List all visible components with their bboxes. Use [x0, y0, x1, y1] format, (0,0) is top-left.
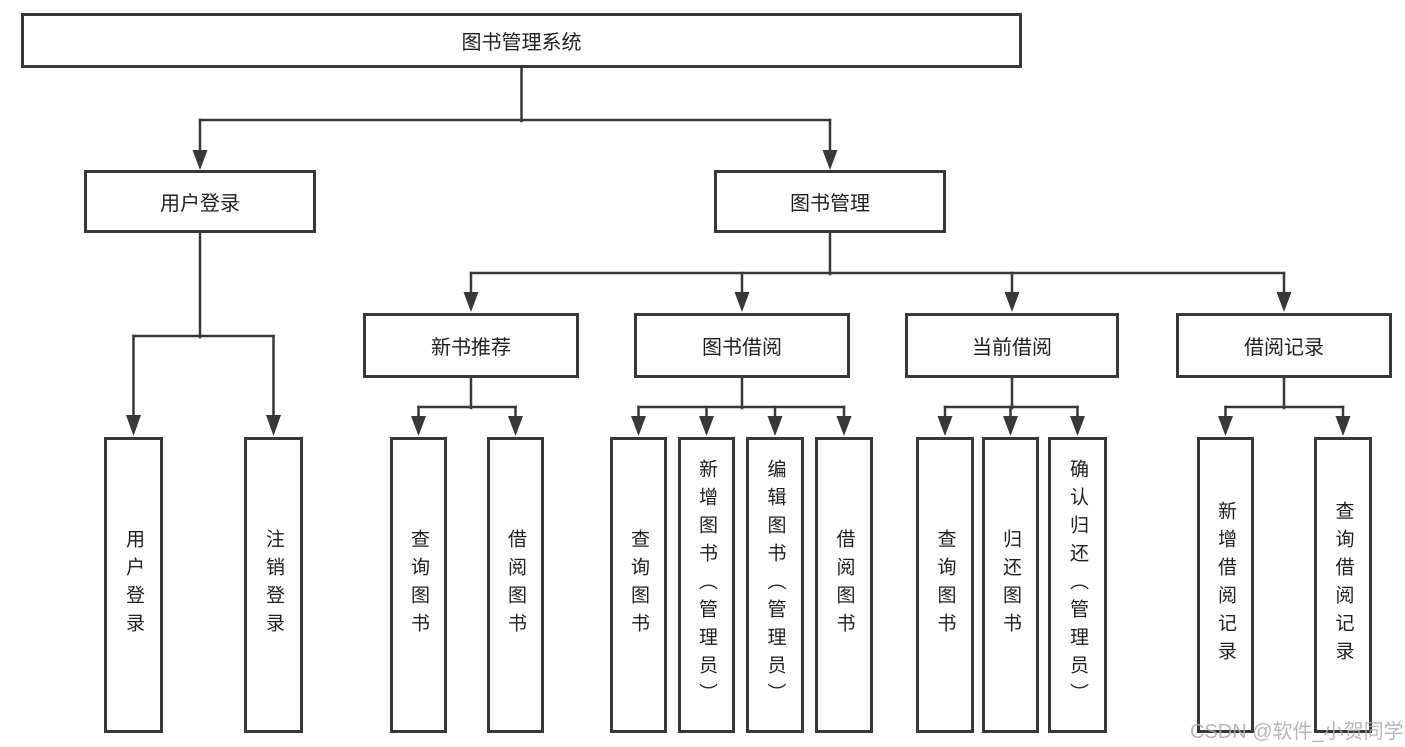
leaf-return-books: 归还图书	[982, 437, 1039, 733]
node-borrowing-records: 借阅记录	[1176, 313, 1392, 378]
connector-current-borrow-children	[937, 376, 1085, 436]
connector-book-borrow-children	[631, 376, 852, 436]
watermark: CSDN @软件_小贺同学	[1190, 721, 1404, 743]
leaf-confirm-return-admin: 确认归还（管理员）	[1048, 437, 1107, 733]
leaf-edit-book-admin: 编辑图书（管理员）	[746, 437, 804, 733]
node-current-borrowing: 当前借阅	[905, 313, 1119, 378]
leaf-query-books-current: 查询图书	[916, 437, 974, 733]
connector-book-management-to-level2	[463, 231, 1292, 312]
connector-new-book-children	[411, 376, 523, 436]
leaf-user-login: 用户登录	[104, 437, 163, 733]
node-new-book-recommend: 新书推荐	[363, 313, 579, 378]
node-user-login: 用户登录	[84, 170, 316, 233]
leaf-add-borrow-record: 新增借阅记录	[1197, 437, 1254, 733]
node-root: 图书管理系统	[21, 13, 1022, 68]
node-book-management: 图书管理	[714, 170, 946, 233]
leaf-borrow-books-recommend: 借阅图书	[487, 437, 544, 733]
connector-user-login-children	[126, 231, 281, 436]
leaf-logout: 注销登录	[244, 437, 303, 733]
connector-root-to-level1	[192, 66, 838, 170]
node-book-borrowing: 图书借阅	[634, 313, 850, 378]
leaf-borrow-books-borrowing: 借阅图书	[815, 437, 873, 733]
connector-borrow-record-children	[1218, 376, 1351, 436]
leaf-query-borrow-record: 查询借阅记录	[1314, 437, 1372, 733]
leaf-query-books-borrowing: 查询图书	[610, 437, 667, 733]
leaf-query-books-recommend: 查询图书	[390, 437, 447, 733]
leaf-add-book-admin: 新增图书（管理员）	[678, 437, 735, 733]
